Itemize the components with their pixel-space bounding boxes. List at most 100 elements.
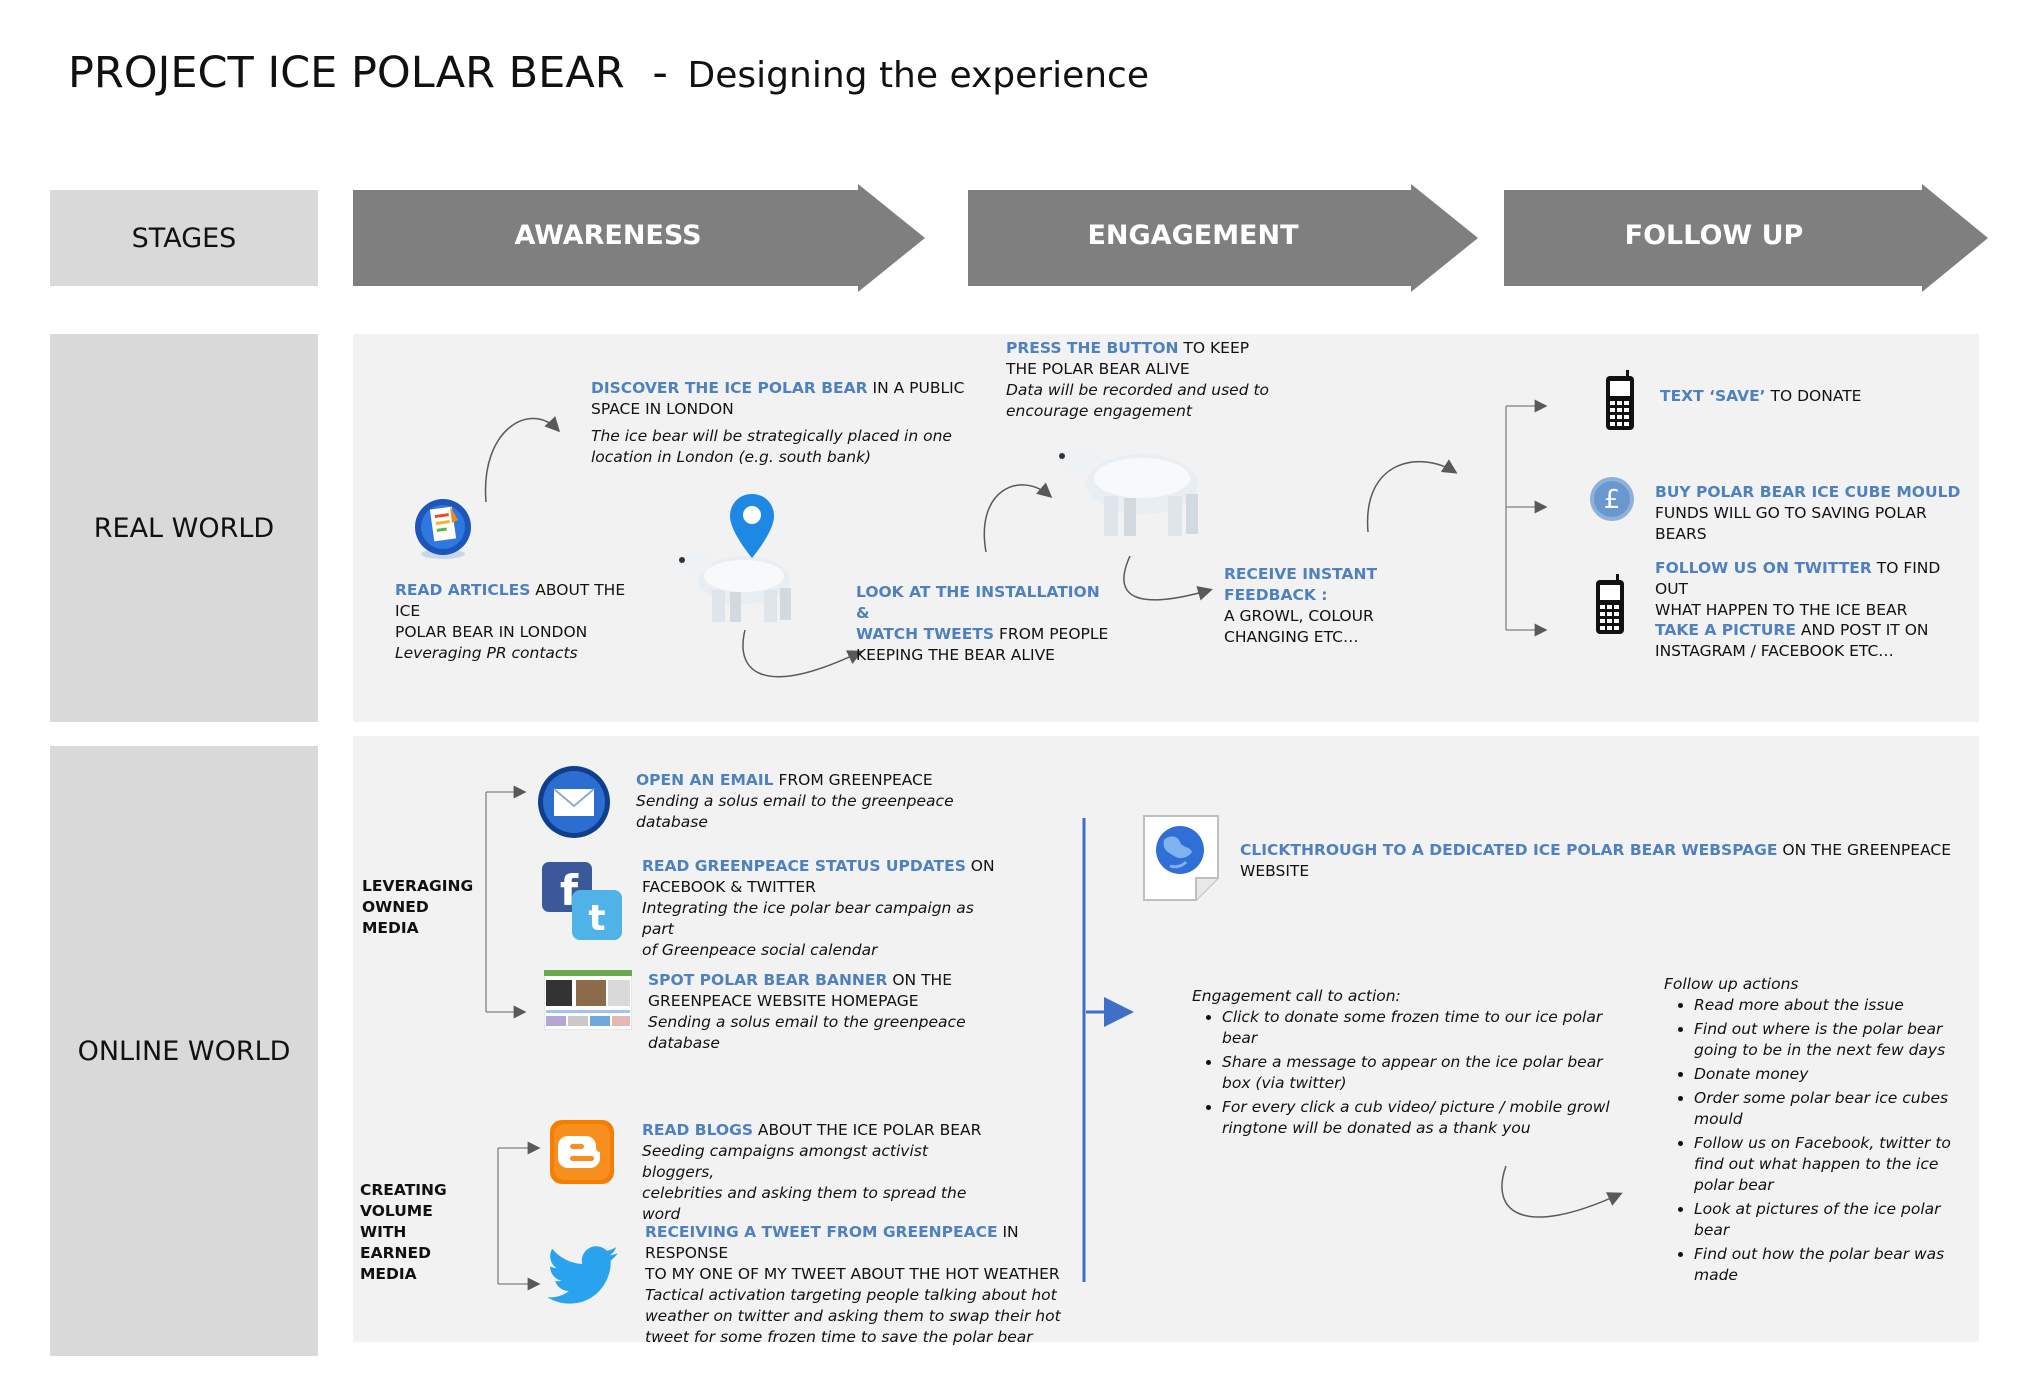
engagement-cta: Engagement call to action: Click to dona… [1192,986,1612,1142]
follow-twitter-text: FOLLOW US ON TWITTER TO FIND OUT WHAT HA… [1655,558,1975,621]
buy-rest: FUNDS WILL GO TO SAVING POLAR BEARS [1655,504,1927,543]
followup-actions: Follow up actions Read more about the is… [1664,974,1974,1289]
polar-bear-standing-icon [1050,432,1206,540]
look-rest3: KEEPING THE BEAR ALIVE [856,646,1055,664]
press-button-text: PRESS THE BUTTON TO KEEP THE POLAR BEAR … [1006,338,1286,422]
pound-coin-icon: £ [1589,476,1635,522]
blogs-rest: ABOUT THE ICE POLAR BEAR [752,1121,982,1139]
engagement-cta-list: Click to donate some frozen time to our … [1192,1007,1612,1139]
tweet-highlight: RECEIVING A TWEET FROM GREENPEACE [645,1223,998,1241]
instant-feedback-text: RECEIVE INSTANT FEEDBACK : A GROWL, COLO… [1224,564,1464,648]
text-save-highlight: TEXT ‘SAVE’ [1660,387,1766,405]
press-note1: Data will be recorded and used to [1006,381,1270,399]
tweet-note2: weather on twitter and asking them to sw… [645,1307,1061,1325]
read-articles-highlight: READ ARTICLES [395,581,531,599]
discover-text: DISCOVER THE ICE POLAR BEAR IN A PUBLIC … [591,378,971,468]
feedback-rest2: CHANGING ETC… [1224,628,1359,646]
list-item: For every click a cub video/ picture / m… [1222,1097,1612,1139]
picture-highlight: TAKE A PICTURE [1655,621,1796,639]
discover-note2: location in London (e.g. south bank) [591,448,872,466]
tweet-note1: Tactical activation targeting people tal… [645,1286,1057,1304]
followup-title: Follow up actions [1664,975,1799,993]
banner-text: SPOT POLAR BEAR BANNER ON THE GREENPEACE… [648,970,988,1054]
buy-highlight: BUY POLAR BEAR ICE CUBE MOULD [1655,483,1961,501]
earned-label-line2: VOLUME WITH [360,1202,433,1241]
real-world-label-text: REAL WORLD [93,512,275,544]
twitter-icon: t [572,890,622,940]
list-item: Share a message to appear on the ice pol… [1222,1052,1612,1094]
tweet-rest2: TO MY ONE OF MY TWEET ABOUT THE HOT WEAT… [645,1265,1060,1283]
read-blogs-text: READ BLOGS ABOUT THE ICE POLAR BEAR Seed… [642,1120,1002,1225]
status-note2: of Greenpeace social calendar [642,941,878,959]
owned-media-label: LEVERAGING OWNED MEDIA [362,876,482,939]
picture-rest2: INSTAGRAM / FACEBOOK ETC… [1655,642,1894,660]
list-item: Look at pictures of the ice polar bear [1694,1199,1974,1241]
status-highlight: READ GREENPEACE STATUS UPDATES [642,857,966,875]
feedback-rest1: A GROWL, COLOUR [1224,607,1374,625]
press-rest1: TO KEEP [1178,339,1250,357]
banner-rest2: GREENPEACE WEBSITE HOMEPAGE [648,992,919,1010]
svg-text:£: £ [1604,485,1621,515]
stages-label-text: STAGES [131,222,237,254]
stages-label: STAGES [50,190,318,286]
stage-engagement: ENGAGEMENT [968,184,1478,292]
read-articles-text: READ ARTICLES ABOUT THE ICE POLAR BEAR I… [395,580,655,664]
polar-bear-icon [672,532,802,624]
list-item: Click to donate some frozen time to our … [1222,1007,1612,1049]
status-updates-text: READ GREENPEACE STATUS UPDATES ON FACEBO… [642,856,1002,961]
title-dash: - [652,48,668,98]
list-item: Read more about the issue [1694,995,1974,1016]
picture-rest1: AND POST IT ON [1795,621,1929,639]
status-note1: Integrating the ice polar bear campaign … [642,899,974,938]
banner-rest1: ON THE [887,971,952,989]
follow-rest2: WHAT HAPPEN TO THE ICE BEAR [1655,601,1908,619]
earned-label-line3: EARNED MEDIA [360,1244,431,1283]
svg-text:t: t [588,898,605,939]
webpage-globe-icon [1140,812,1222,902]
banner-note2: database [648,1034,720,1052]
list-item: Find out how the polar bear was made [1694,1244,1974,1286]
discover-highlight: DISCOVER THE ICE POLAR BEAR [591,379,868,397]
email-icon [536,764,612,840]
online-world-label-text: ONLINE WORLD [77,1035,291,1067]
text-save-text: TEXT ‘SAVE’ TO DONATE [1660,386,1960,407]
follow-highlight: FOLLOW US ON TWITTER [1655,559,1872,577]
stage-followup: FOLLOW UP [1504,184,1988,292]
clickthrough-highlight: CLICKTHROUGH TO A DEDICATED ICE POLAR BE… [1240,841,1778,859]
real-world-label: REAL WORLD [50,334,318,722]
discover-rest2: SPACE IN LONDON [591,400,734,418]
status-rest1: ON [965,857,995,875]
blogs-note1: Seeding campaigns amongst activist blogg… [642,1142,928,1181]
buy-mould-text: BUY POLAR BEAR ICE CUBE MOULD FUNDS WILL… [1655,482,1975,545]
clickthrough-rest: ON THE GREENPEACE WEBSITE [1240,841,1952,880]
look-rest2: FROM PEOPLE [994,625,1109,643]
blogger-icon [548,1118,616,1186]
blogs-note2: celebrities and asking them to spread th… [642,1184,967,1223]
stage-awareness: AWARENESS [353,184,925,292]
earned-media-label: CREATING VOLUME WITH EARNED MEDIA [360,1180,480,1285]
banner-note1: Sending a solus email to the greenpeace [648,1013,966,1031]
tweet-note3: tweet for some frozen time to save the p… [645,1328,1033,1346]
email-note1: Sending a solus email to the greenpeace [636,792,954,810]
real-world-panel [353,334,1979,722]
mobile-phone-icon [1604,370,1636,432]
look-text: LOOK AT THE INSTALLATION & WATCH TWEETS … [856,582,1116,666]
email-note2: database [636,813,708,831]
engagement-cta-title: Engagement call to action: [1192,987,1401,1005]
discover-note1: The ice bear will be strategically place… [591,427,952,445]
text-save-rest: TO DONATE [1765,387,1862,405]
website-banner-thumbnail [543,969,633,1031]
online-world-label: ONLINE WORLD [50,746,318,1356]
feedback-highlight: RECEIVE INSTANT FEEDBACK : [1224,565,1378,604]
press-note2: encourage engagement [1006,402,1192,420]
list-item: Donate money [1694,1064,1974,1085]
receiving-tweet-text: RECEIVING A TWEET FROM GREENPEACE IN RES… [645,1222,1065,1348]
page-title: PROJECT ICE POLAR BEAR - Designing the e… [68,48,1149,98]
location-pin-icon [728,492,776,560]
banner-highlight: SPOT POLAR BEAR BANNER [648,971,888,989]
look-highlight1: LOOK AT THE INSTALLATION & [856,583,1100,622]
read-articles-note: Leveraging PR contacts [395,644,578,662]
followup-list: Read more about the issue Find out where… [1664,995,1974,1286]
